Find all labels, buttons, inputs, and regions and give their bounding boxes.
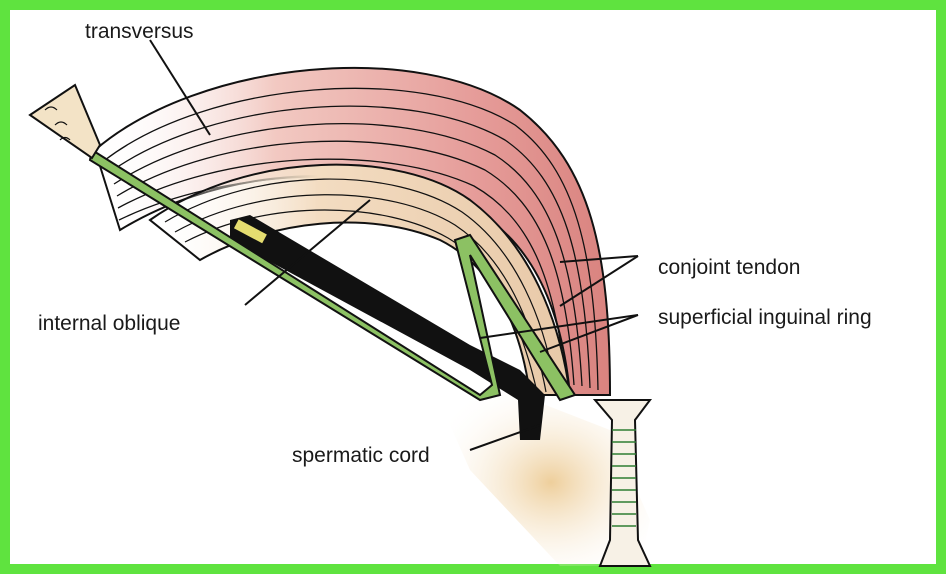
label-conjoint-tendon: conjoint tendon xyxy=(658,256,800,279)
label-transversus: transversus xyxy=(85,20,194,43)
label-spermatic-cord: spermatic cord xyxy=(292,444,430,467)
label-superficial-inguinal-ring: superficial inguinal ring xyxy=(658,306,872,329)
bone-stump xyxy=(30,85,100,158)
label-internal-oblique: internal oblique xyxy=(38,312,180,335)
